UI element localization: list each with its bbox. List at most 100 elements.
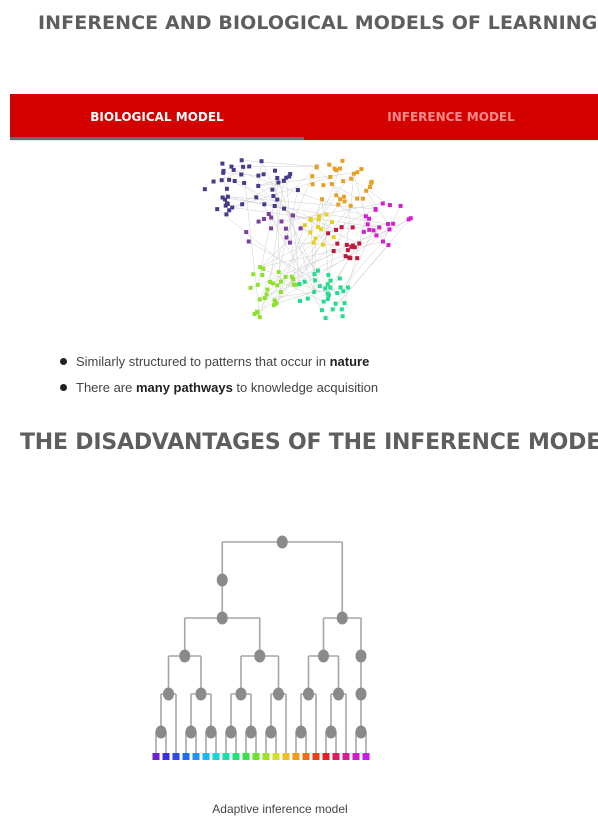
network-node — [223, 203, 228, 208]
tree-node — [303, 687, 314, 701]
tree-leaf — [202, 753, 210, 760]
network-edge — [259, 266, 294, 285]
network-node — [282, 206, 287, 211]
network-node — [251, 272, 256, 277]
network-node — [278, 290, 283, 295]
network-node — [335, 241, 340, 246]
network-node — [312, 272, 317, 277]
network-node — [337, 276, 342, 281]
network-node — [386, 243, 391, 248]
network-node — [308, 230, 313, 235]
network-edge — [222, 197, 389, 225]
network-edge — [332, 218, 411, 310]
network-node — [284, 235, 289, 240]
network-node — [343, 254, 348, 259]
network-node — [349, 244, 354, 249]
network-node — [357, 241, 362, 246]
network-node — [260, 272, 265, 277]
network-node — [219, 178, 224, 183]
network-node — [255, 310, 260, 315]
tree-leaves — [152, 753, 370, 760]
tree-node — [333, 687, 344, 701]
tree-node — [355, 649, 367, 663]
network-node — [297, 298, 302, 303]
network-node — [314, 165, 319, 170]
network-node — [315, 268, 320, 273]
network-node — [374, 233, 379, 238]
network-edge — [337, 241, 384, 294]
network-node — [276, 270, 281, 275]
network-node — [288, 171, 293, 176]
network-node — [341, 289, 346, 294]
network-node — [283, 274, 288, 279]
network-node — [257, 315, 262, 320]
bullet-emphasis: many pathways — [135, 380, 233, 395]
network-edge — [343, 230, 374, 292]
network-node — [254, 195, 259, 200]
network-node — [262, 202, 267, 207]
network-node — [229, 164, 234, 169]
network-node — [270, 281, 275, 286]
tab-inference-model[interactable]: INFERENCE MODEL — [304, 94, 598, 140]
tree-leaf — [242, 753, 250, 760]
network-node — [355, 256, 360, 261]
network-node — [310, 182, 315, 187]
network-node — [271, 303, 276, 308]
tree-leaf — [262, 753, 270, 760]
network-node — [272, 298, 277, 303]
network-node — [355, 196, 360, 201]
network-edge — [232, 176, 331, 208]
network-edge — [277, 177, 315, 292]
network-node — [220, 161, 225, 166]
network-node — [333, 301, 338, 306]
tab-biological-model[interactable]: BIOLOGICAL MODEL — [10, 94, 304, 140]
network-node — [361, 229, 366, 234]
network-node — [321, 183, 326, 188]
network-node — [342, 199, 347, 204]
network-node — [246, 239, 251, 244]
network-node — [262, 296, 267, 301]
network-node — [287, 240, 292, 245]
section-title: THE DISADVANTAGES OF THE INFERENCE MODEL — [20, 430, 598, 455]
network-edge — [270, 217, 323, 311]
network-node — [202, 187, 207, 192]
network-node — [380, 201, 385, 206]
network-edge — [272, 221, 333, 284]
network-node — [279, 219, 284, 224]
tree-leaf — [362, 753, 370, 760]
network-node — [231, 167, 236, 172]
list-item: Similarly structured to patterns that oc… — [60, 353, 378, 379]
tree-node — [205, 725, 217, 739]
network-edge — [320, 204, 339, 230]
tree-leaf — [312, 753, 320, 760]
tree-leaf — [302, 753, 310, 760]
network-node — [261, 172, 266, 177]
network-node — [347, 255, 352, 260]
network-edge — [258, 176, 290, 187]
network-edge — [269, 180, 285, 283]
network-node — [338, 285, 343, 290]
network-node — [348, 203, 353, 208]
network-node — [371, 228, 376, 233]
network-node — [274, 301, 279, 306]
network-node — [223, 197, 228, 202]
network-node — [323, 286, 328, 291]
network-node — [365, 222, 370, 227]
network-edge — [310, 173, 355, 220]
network-node — [287, 174, 292, 179]
network-node — [312, 289, 317, 294]
network-node — [310, 174, 315, 179]
tree-node — [355, 687, 367, 701]
network-node — [273, 168, 278, 173]
network-node — [330, 307, 335, 312]
network-node — [313, 278, 318, 283]
tree-leaf — [152, 753, 160, 760]
tab-bar: BIOLOGICAL MODEL INFERENCE MODEL — [10, 94, 598, 141]
network-edge — [259, 218, 411, 300]
network-node — [328, 278, 333, 283]
tree-branches — [155, 541, 367, 756]
network-node — [289, 274, 294, 279]
network-node — [334, 193, 339, 198]
network-node — [367, 184, 372, 189]
network-node — [247, 164, 252, 169]
